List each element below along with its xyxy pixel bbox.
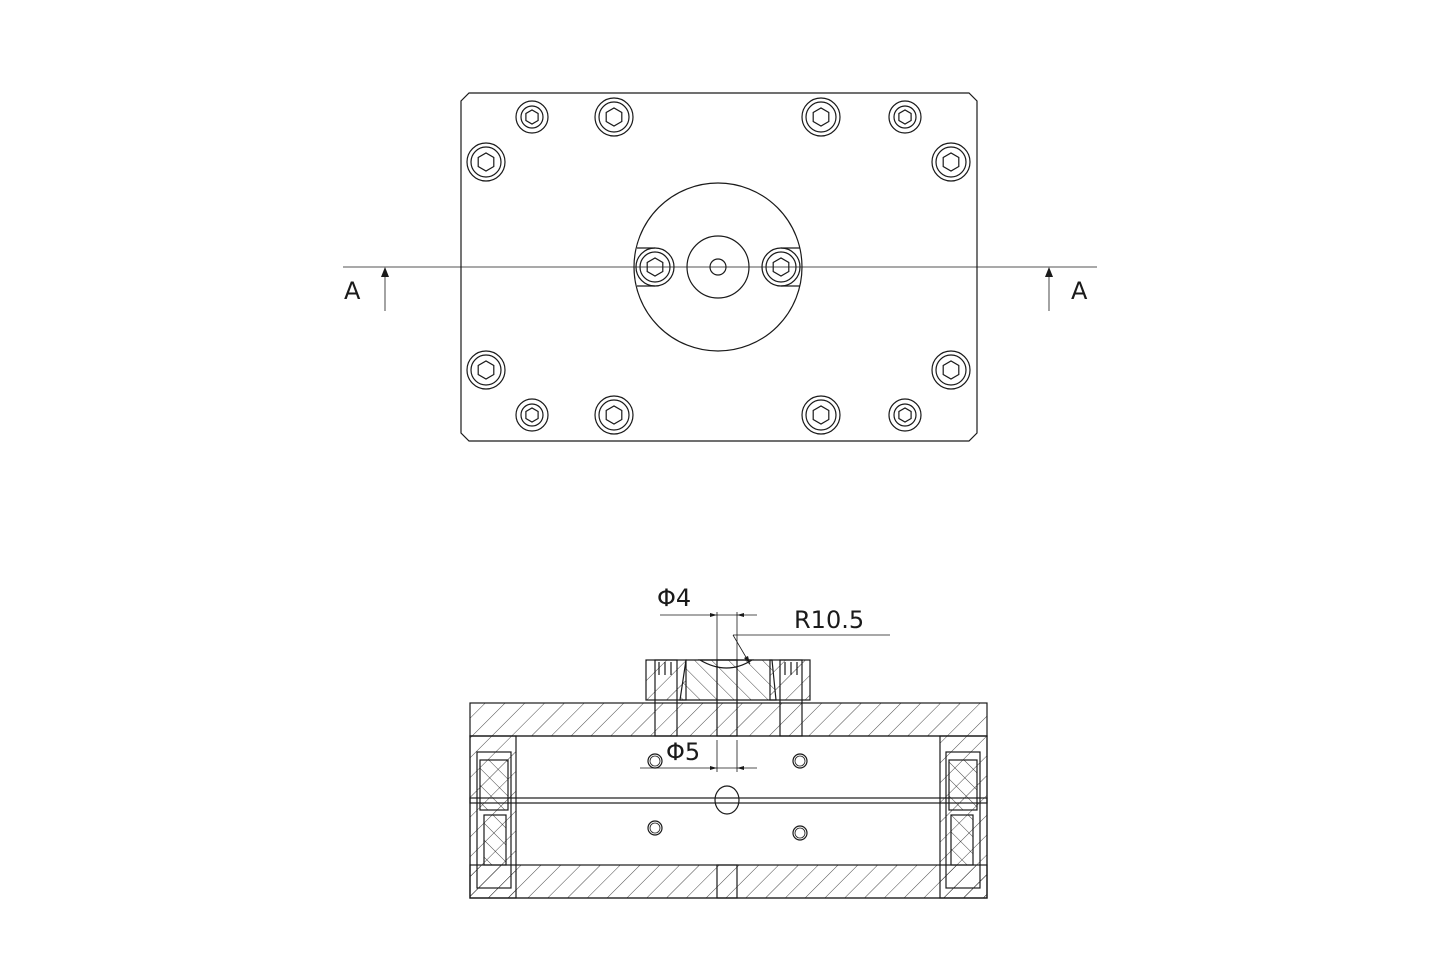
socket-bolt-icon xyxy=(515,398,549,432)
bolt-heads xyxy=(466,97,971,435)
split-line xyxy=(469,797,988,804)
socket-bolt-icon xyxy=(466,350,506,390)
socket-bolt-icon xyxy=(931,142,971,182)
dim-phi4-label: Φ4 xyxy=(657,584,691,612)
socket-bolt-icon xyxy=(801,395,841,435)
socket-bolt-icon xyxy=(888,398,922,432)
bolt-right-section xyxy=(769,659,811,701)
section-label-right: A xyxy=(1071,277,1088,305)
socket-bolt-icon xyxy=(594,97,634,137)
socket-bolt-icon xyxy=(515,100,549,134)
top-plate-section xyxy=(469,702,988,737)
dimensions: Φ4 R10.5 Φ5 xyxy=(640,584,890,772)
socket-bolt-icon xyxy=(466,142,506,182)
pin-holes xyxy=(647,753,808,841)
bolt-left-section xyxy=(645,659,687,701)
top-view: A A xyxy=(343,92,1097,442)
section-label-left: A xyxy=(344,277,361,305)
socket-bolt-icon xyxy=(594,395,634,435)
socket-bolt-icon xyxy=(801,97,841,137)
dim-r-label: R10.5 xyxy=(794,606,864,634)
dim-phi5-label: Φ5 xyxy=(666,738,700,766)
cross-hole xyxy=(714,785,740,815)
boss-section xyxy=(679,659,777,701)
socket-bolt-icon xyxy=(888,100,922,134)
section-view: Φ4 R10.5 Φ5 xyxy=(469,584,988,899)
plate-outline xyxy=(460,92,978,442)
socket-bolt-icon xyxy=(931,350,971,390)
bottom-plate-section xyxy=(469,864,988,899)
